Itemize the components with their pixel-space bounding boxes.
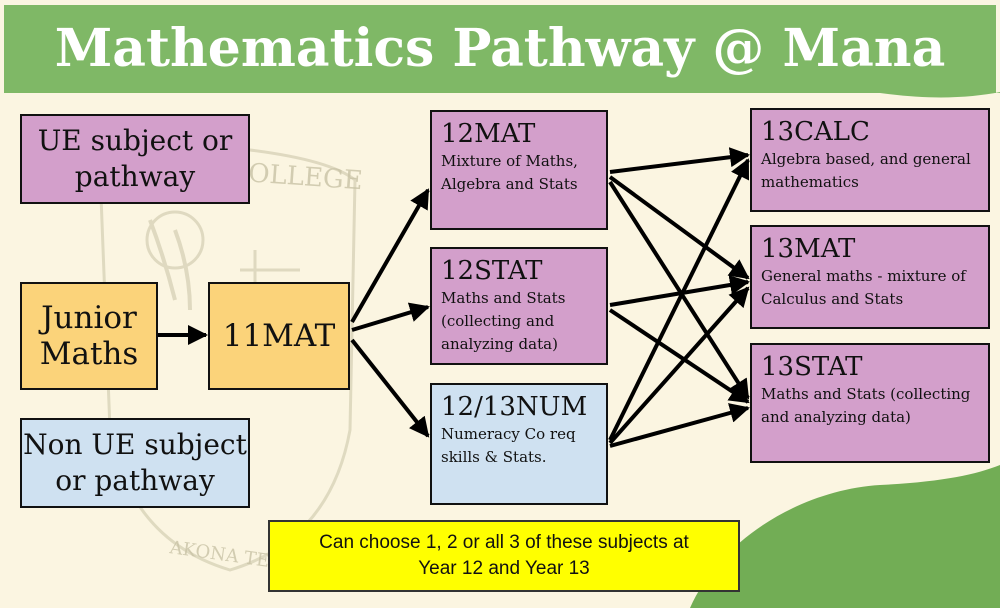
- node-1213num: 12/13NUM Numeracy Co req skills & Stats.: [430, 383, 608, 505]
- choice-note-text: Can choose 1, 2 or all 3 of these subjec…: [319, 532, 689, 579]
- arrow-1213num-to-13stat: [609, 403, 750, 448]
- arrow-12mat-to-13calc: [609, 147, 750, 174]
- arrow-12stat-to-13stat: [608, 308, 750, 404]
- arrow-1213num-to-13calc: [608, 158, 750, 441]
- node-1213num-desc: Numeracy Co req skills & Stats.: [441, 425, 576, 466]
- legend-non-ue-box: Non UE subject or pathway: [20, 418, 250, 508]
- node-13calc: 13CALC Algebra based, and general mathem…: [750, 108, 990, 212]
- node-12mat-code: 12MAT: [441, 119, 536, 149]
- arrow-12mat-to-13stat: [608, 180, 750, 400]
- node-12stat-desc: Maths and Stats (collecting and analyzin…: [441, 289, 566, 353]
- arrow-11mat-to-12mat: [350, 188, 430, 323]
- node-junior-maths-label: Junior Maths: [39, 300, 139, 372]
- node-12mat-desc: Mixture of Maths, Algebra and Stats: [441, 152, 578, 193]
- node-11mat-label: 11MAT: [222, 318, 336, 354]
- legend-ue-label: UE subject or pathway: [37, 124, 233, 193]
- legend-non-ue-label: Non UE subject or pathway: [23, 428, 247, 497]
- node-11mat: 11MAT: [208, 282, 350, 390]
- node-13calc-code: 13CALC: [761, 117, 870, 147]
- node-13stat-desc: Maths and Stats (collecting and analyzin…: [761, 385, 971, 426]
- arrow-12mat-to-13mat: [608, 175, 750, 280]
- page-title: Mathematics Pathway @ Mana: [54, 18, 946, 79]
- node-13mat-desc: General maths - mixture of Calculus and …: [761, 267, 966, 308]
- arrow-12stat-to-13mat: [609, 275, 750, 307]
- corner-green-shape: [690, 465, 1000, 608]
- arrow-1213num-to-13mat: [608, 286, 750, 445]
- node-junior-maths: Junior Maths: [20, 282, 158, 390]
- corner-cream-shape: [880, 92, 1000, 98]
- node-12stat-code: 12STAT: [441, 256, 543, 286]
- legend-ue-box: UE subject or pathway: [20, 114, 250, 204]
- node-13mat: 13MAT General maths - mixture of Calculu…: [750, 225, 990, 329]
- arrow-11mat-to-1213num: [350, 338, 430, 438]
- node-1213num-code: 12/13NUM: [441, 392, 588, 422]
- node-13stat: 13STAT Maths and Stats (collecting and a…: [750, 343, 990, 463]
- node-12mat: 12MAT Mixture of Maths, Algebra and Stat…: [430, 110, 608, 230]
- node-12stat: 12STAT Maths and Stats (collecting and a…: [430, 247, 608, 365]
- node-13mat-code: 13MAT: [761, 234, 856, 264]
- arrow-11mat-to-12stat: [351, 302, 430, 332]
- node-13stat-code: 13STAT: [761, 352, 863, 382]
- node-13calc-desc: Algebra based, and general mathematics: [761, 150, 971, 191]
- choice-note: Can choose 1, 2 or all 3 of these subjec…: [268, 520, 740, 592]
- header-band: [4, 5, 996, 93]
